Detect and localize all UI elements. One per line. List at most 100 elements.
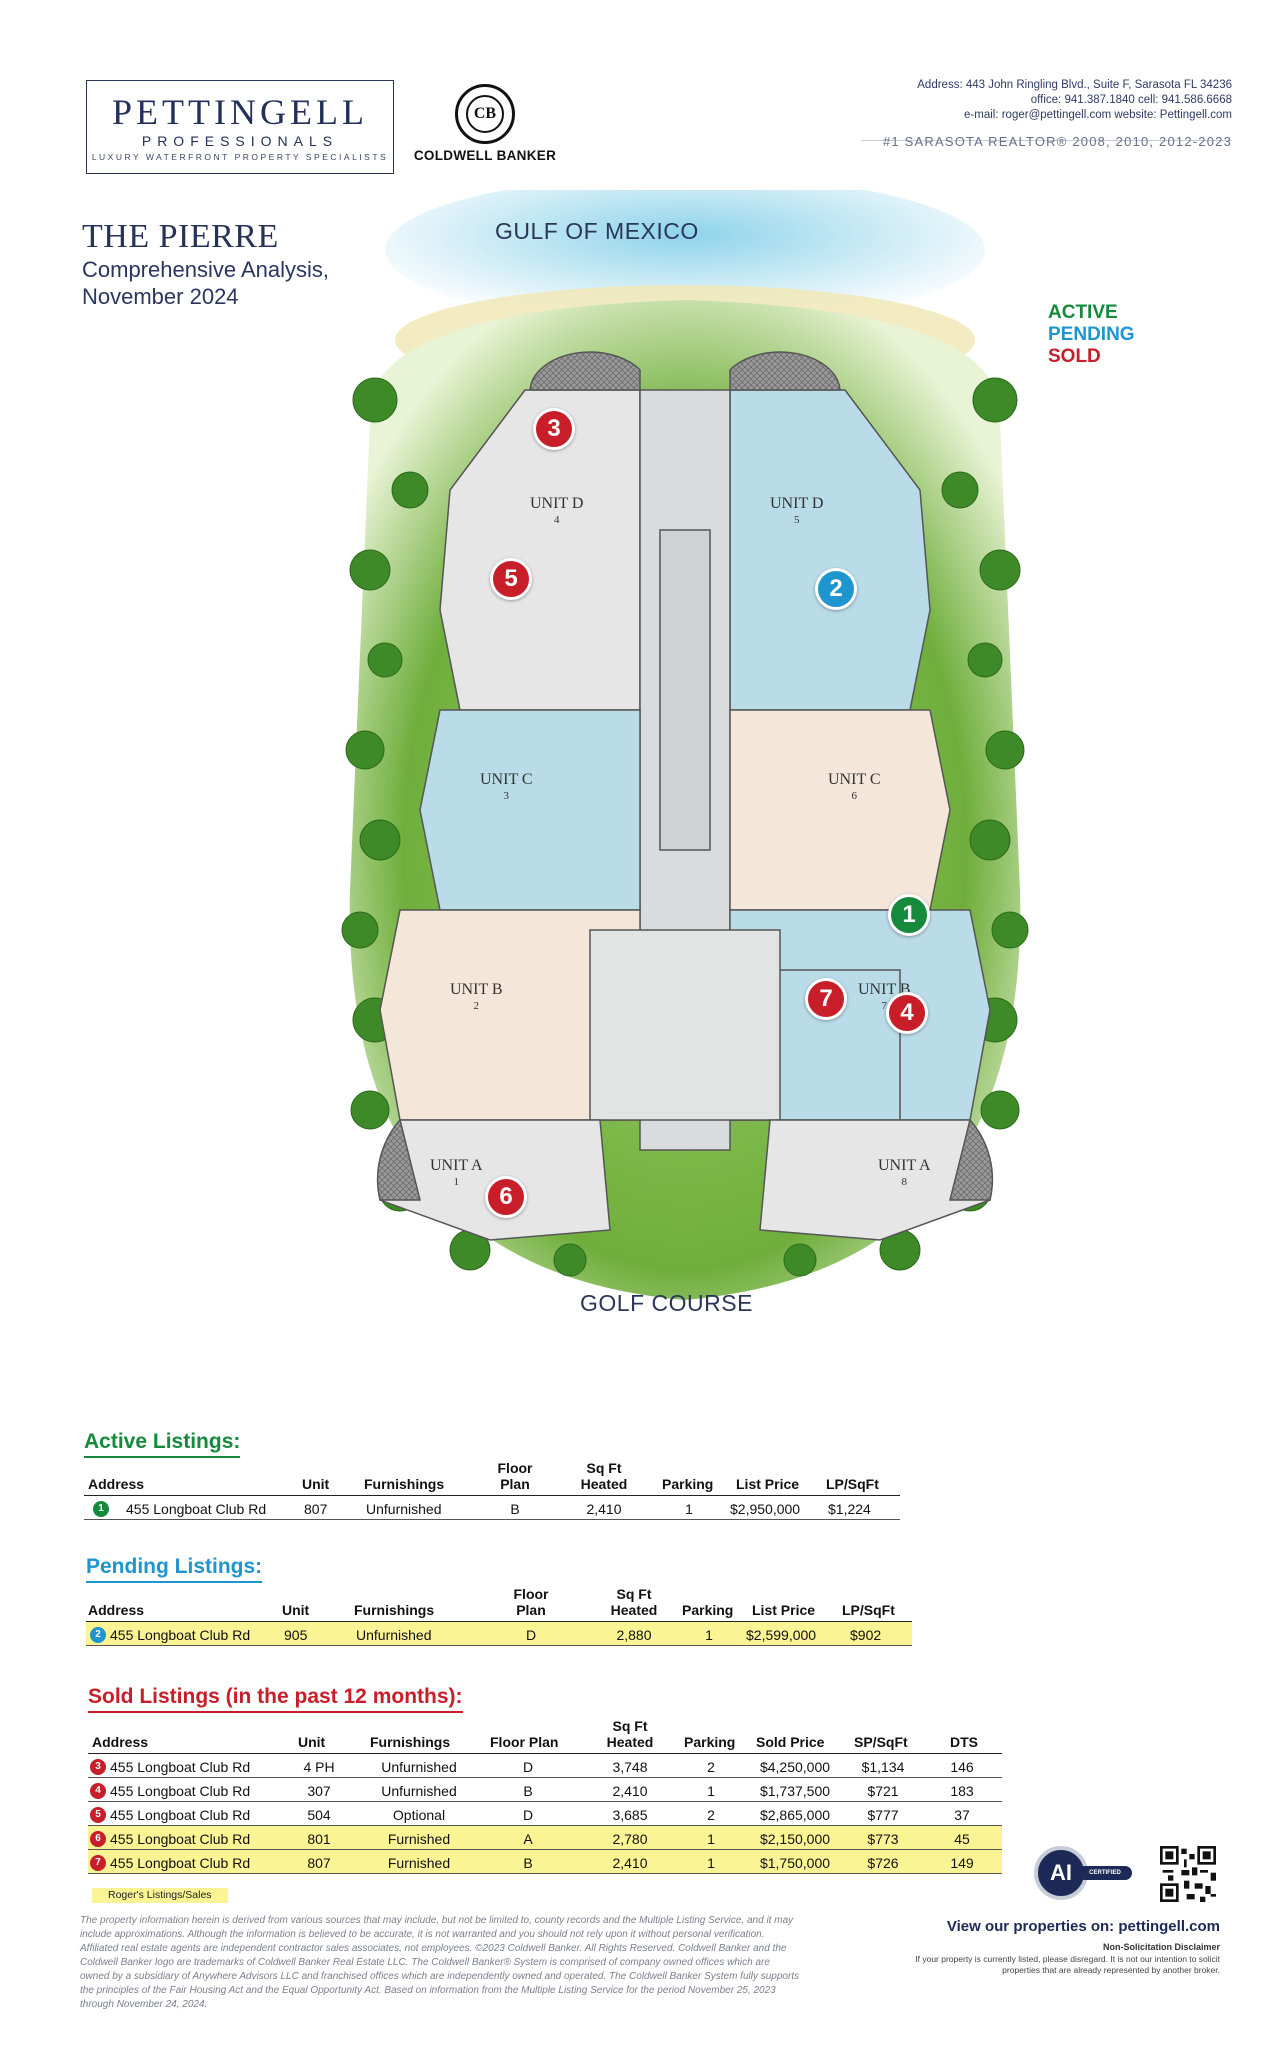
subtitle-line-1: Comprehensive Analysis, (82, 257, 330, 282)
cell-furnishings: Optional (392, 1807, 446, 1823)
marker-dot-icon: 7 (90, 1855, 106, 1871)
cell-address: 455 Longboat Club Rd (110, 1783, 251, 1799)
unit-number: 3 (503, 790, 510, 802)
unit-name: UNIT A (430, 1157, 483, 1174)
marker-6[interactable]: 6 (485, 1176, 527, 1218)
cell-furnishings: Unfurnished (356, 1627, 432, 1643)
col-unit: Unit (282, 1602, 310, 1618)
marker-7[interactable]: 7 (805, 978, 847, 1020)
table-row[interactable]: 1 455 Longboat Club Rd 807 Unfurnished B… (84, 1496, 900, 1520)
marker-4[interactable]: 4 (886, 992, 928, 1034)
cell-furnishings: Unfurnished (366, 1501, 442, 1517)
col-unit: Unit (302, 1476, 330, 1492)
col-floor-plan-line-1: Floor (497, 1460, 533, 1476)
cell-address: 455 Longboat Club Rd (110, 1831, 251, 1847)
cell-sold-price: $4,250,000 (759, 1759, 831, 1775)
legend-active: ACTIVE (1048, 302, 1118, 323)
col-sqft-line-1: Sq Ft (586, 1460, 622, 1476)
cell-unit: 807 (304, 1501, 328, 1517)
cell-parking: 2 (707, 1807, 715, 1823)
qr-code-icon[interactable] (1160, 1846, 1216, 1902)
unit-name: UNIT B (450, 981, 503, 998)
building (376, 351, 994, 1241)
col-lp-sqft: LP/SqFt (842, 1602, 895, 1618)
marker-1[interactable]: 1 (888, 894, 930, 936)
subtitle-line-2: November 2024 (82, 284, 239, 309)
cell-furnishings: Unfurnished (381, 1783, 457, 1799)
unit-label-a1: UNIT A 1 (430, 1158, 483, 1190)
view-properties-link[interactable]: View our properties on: pettingell.com (946, 1918, 1220, 1935)
cell-floor-plan: D (525, 1627, 537, 1643)
cell-unit: 504 (307, 1807, 331, 1823)
cell-dts: 45 (954, 1831, 970, 1847)
unit-name: UNIT A (878, 1157, 931, 1174)
cell-unit: 801 (307, 1831, 331, 1847)
marker-5[interactable]: 5 (490, 558, 532, 600)
gulf-water (385, 190, 985, 325)
col-parking: Parking (684, 1734, 736, 1750)
contact-divider (862, 140, 1232, 141)
legend-pending: PENDING (1048, 324, 1135, 345)
cell-sold-price: $2,150,000 (759, 1831, 831, 1847)
marker-3[interactable]: 3 (533, 408, 575, 450)
brokerage-name: COLDWELL BANKER (413, 148, 557, 163)
col-furnishings: Furnishings (370, 1734, 451, 1750)
unit-number: 1 (453, 1176, 460, 1188)
col-furnishings: Furnishings (364, 1476, 445, 1492)
contact-email-website[interactable]: e-mail: roger@pettingell.com website: Pe… (964, 109, 1232, 121)
cell-lp-sqft: $1,224 (828, 1501, 871, 1517)
unit-number: 6 (851, 790, 858, 802)
unit-label-c6: UNIT C 6 (828, 772, 881, 804)
col-dts: DTS (950, 1734, 978, 1750)
col-parking: Parking (662, 1476, 714, 1492)
col-sqft-line-2: Heated (580, 1476, 628, 1492)
cell-sold-price: $1,737,500 (759, 1783, 831, 1799)
col-floor-plan-line-2: Plan (516, 1602, 546, 1618)
coldwell-banker-seal-icon: CB (455, 84, 515, 144)
marker-dot-icon: 4 (90, 1783, 106, 1799)
col-floor-plan-line-1: Floor (513, 1586, 549, 1602)
unit-name: UNIT C (828, 771, 881, 788)
cell-parking: 1 (707, 1855, 715, 1871)
pending-listings-title: Pending Listings: (86, 1555, 263, 1583)
cell-sp-sqft: $721 (867, 1783, 899, 1799)
cell-sqft: 2,410 (612, 1855, 648, 1871)
gulf-of-mexico-label: GULF OF MEXICO (495, 218, 699, 244)
cell-sold-price: $2,865,000 (759, 1807, 831, 1823)
unit-name: UNIT D (530, 495, 584, 512)
cell-dts: 183 (950, 1783, 974, 1799)
cell-address: 455 Longboat Club Rd (110, 1855, 251, 1871)
col-sp-sqft: SP/SqFt (854, 1734, 908, 1750)
col-floor-plan: Floor Plan (490, 1734, 559, 1750)
marker-2[interactable]: 2 (815, 568, 857, 610)
cell-floor-plan: B (523, 1855, 533, 1871)
contact-block: Address: 443 John Ringling Blvd., Suite … (917, 78, 1232, 123)
table-row[interactable]: 2 455 Longboat Club Rd 905 Unfurnished D… (86, 1622, 912, 1646)
cell-address: 455 Longboat Club Rd (126, 1501, 267, 1517)
cell-address: 455 Longboat Club Rd (110, 1807, 251, 1823)
cell-sold-price: $1,750,000 (759, 1855, 831, 1871)
logo-tagline: LUXURY WATERFRONT PROPERTY SPECIALISTS (91, 152, 389, 162)
cell-dts: 149 (950, 1855, 974, 1871)
cell-furnishings: Unfurnished (381, 1759, 457, 1775)
unit-number: 8 (901, 1176, 908, 1188)
pettingell-logo: PETTINGELL PROFESSIONALS (86, 80, 394, 174)
cell-lp-sqft: $902 (850, 1627, 882, 1643)
legend-sold: SOLD (1048, 346, 1101, 367)
unit-number: 7 (881, 1000, 888, 1012)
seal-monogram: CB (466, 95, 504, 133)
cell-parking: 1 (685, 1501, 693, 1517)
col-address: Address (88, 1476, 145, 1492)
